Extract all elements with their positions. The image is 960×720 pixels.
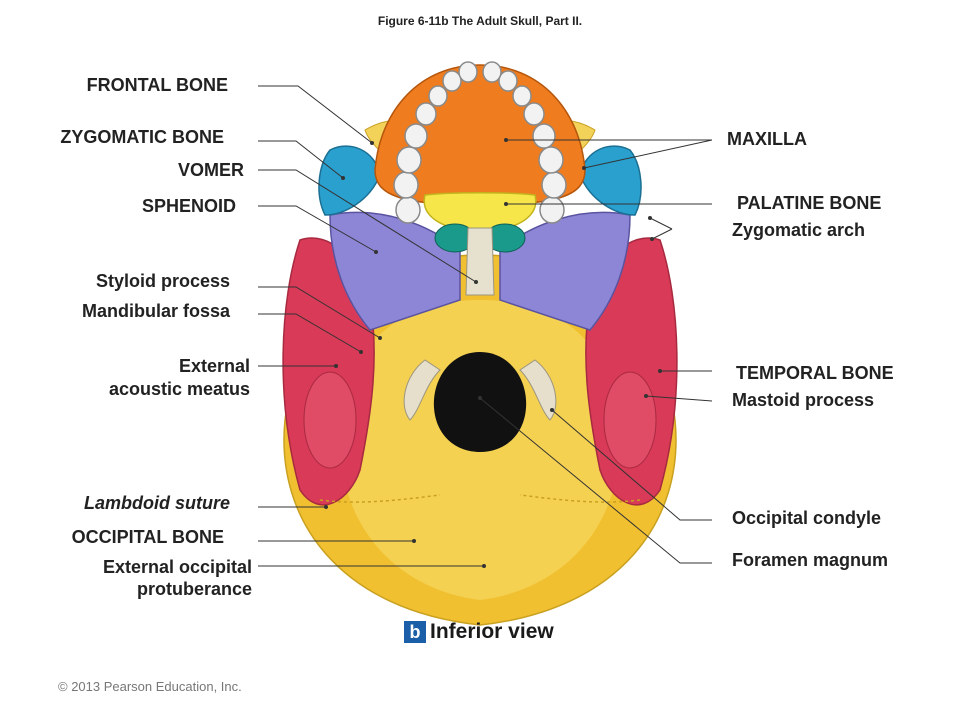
label-external-occipital-protuberance-1: External occipital xyxy=(102,557,252,577)
label-vomer: VOMER xyxy=(177,160,244,180)
zygomatic-bone-left xyxy=(318,145,381,216)
label-lambdoid-suture: Lambdoid suture xyxy=(83,493,230,513)
vomer-bone xyxy=(465,227,495,296)
view-title: Inferior view xyxy=(430,620,554,643)
lambdoid-suture-line xyxy=(319,494,441,503)
label-palatine-bone: PALATINE BONE xyxy=(737,193,882,213)
label-external-acoustic-meatus-1: External xyxy=(178,356,250,376)
label-external-occipital-protuberance-2: protuberance xyxy=(136,579,252,599)
label-temporal-bone: TEMPORAL BONE xyxy=(736,363,894,383)
mastoid-process-right xyxy=(603,371,657,469)
label-maxilla: MAXILLA xyxy=(727,129,807,149)
label-styloid-process: Styloid process xyxy=(95,271,230,291)
upper-teeth xyxy=(393,61,567,224)
occipital-condyle-right xyxy=(519,359,557,421)
occipital-condyle-left xyxy=(403,359,441,421)
zygomatic-bone-right xyxy=(579,145,642,216)
palatine-bone xyxy=(423,192,537,233)
figure-title: Figure 6-11b The Adult Skull, Part II. xyxy=(377,14,583,28)
leader-line-dots xyxy=(324,138,662,568)
label-occipital-bone: OCCIPITAL BONE xyxy=(71,527,224,547)
label-external-acoustic-meatus-2: acoustic meatus xyxy=(108,379,250,399)
copyright-notice: © 2013 Pearson Education, Inc. xyxy=(58,679,242,694)
view-caption: b Inferior view xyxy=(404,620,554,644)
label-zygomatic-arch: Zygomatic arch xyxy=(732,220,866,240)
lambdoid-suture-line-right xyxy=(519,494,641,503)
leader-lines xyxy=(258,85,713,567)
label-zygomatic-bone: ZYGOMATIC BONE xyxy=(60,127,224,147)
label-mandibular-fossa: Mandibular fossa xyxy=(81,301,230,321)
label-mastoid-process: Mastoid process xyxy=(732,390,875,410)
view-badge: b xyxy=(404,621,426,643)
label-sphenoid: SPHENOID xyxy=(141,196,236,216)
label-frontal-bone: FRONTAL BONE xyxy=(86,75,228,95)
mastoid-process-left xyxy=(303,371,357,469)
foramen-magnum xyxy=(433,352,527,452)
label-occipital-condyle: Occipital condyle xyxy=(732,508,882,528)
label-foramen-magnum: Foramen magnum xyxy=(732,550,889,570)
